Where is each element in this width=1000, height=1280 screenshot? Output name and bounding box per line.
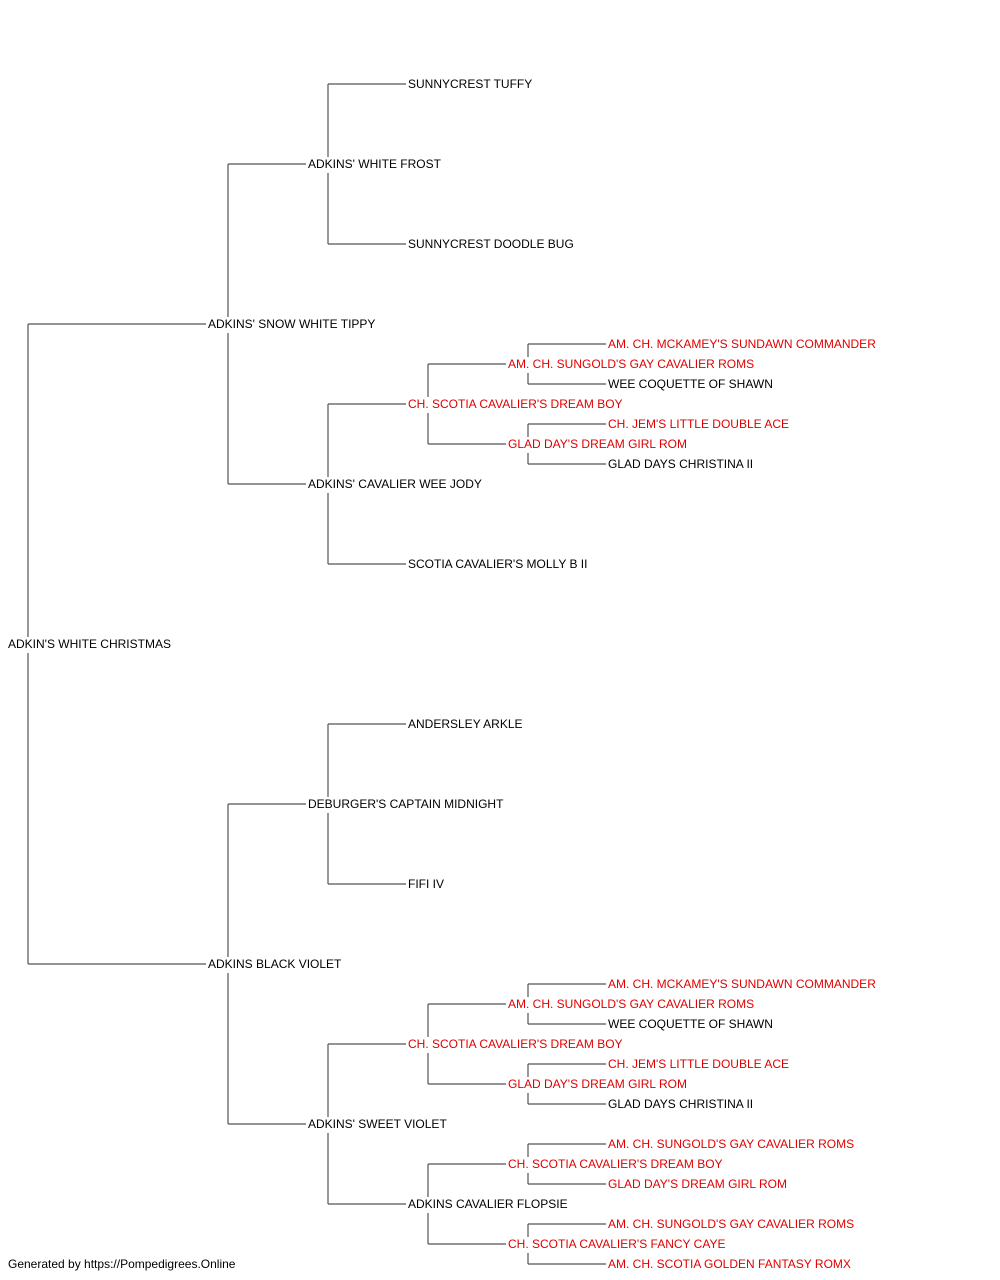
generated-by-footer: Generated by https://Pompedigrees.Online [8, 1257, 236, 1271]
dog-name: ADKINS' SNOW WHITE TIPPY [208, 317, 376, 331]
dog-name: SUNNYCREST DOODLE BUG [408, 237, 574, 251]
dog-name: SUNNYCREST TUFFY [408, 77, 533, 91]
dog-name: CH. SCOTIA CAVALIER'S DREAM BOY [408, 397, 623, 411]
dog-name: CH. JEM'S LITTLE DOUBLE ACE [608, 1057, 790, 1071]
dog-name: GLAD DAY'S DREAM GIRL ROM [508, 1077, 687, 1091]
dog-name: DEBURGER'S CAPTAIN MIDNIGHT [308, 797, 504, 811]
dog-name: AM. CH. SCOTIA GOLDEN FANTASY ROMX [608, 1257, 851, 1271]
dog-name: ADKINS' SWEET VIOLET [308, 1117, 447, 1131]
dog-name: CH. SCOTIA CAVALIER'S DREAM BOY [408, 1037, 623, 1051]
dog-name: CH. SCOTIA CAVALIER'S DREAM BOY [508, 1157, 723, 1171]
dog-name: AM. CH. SUNGOLD'S GAY CAVALIER ROMS [608, 1217, 855, 1231]
dog-name: GLAD DAYS CHRISTINA II [608, 457, 754, 471]
dog-name: CH. JEM'S LITTLE DOUBLE ACE [608, 417, 790, 431]
dog-name: ADKINS CAVALIER FLOPSIE [408, 1197, 568, 1211]
dog-name: AM. CH. SUNGOLD'S GAY CAVALIER ROMS [508, 997, 755, 1011]
dog-name: FIFI IV [408, 877, 444, 891]
dog-name: WEE COQUETTE OF SHAWN [608, 1017, 773, 1031]
dog-name: ANDERSLEY ARKLE [408, 717, 523, 731]
dog-name: SCOTIA CAVALIER'S MOLLY B II [408, 557, 588, 571]
dog-name: WEE COQUETTE OF SHAWN [608, 377, 773, 391]
dog-name: AM. CH. MCKAMEY'S SUNDAWN COMMANDER [608, 337, 876, 351]
dog-name: AM. CH. MCKAMEY'S SUNDAWN COMMANDER [608, 977, 876, 991]
dog-name: AM. CH. SUNGOLD'S GAY CAVALIER ROMS [508, 357, 755, 371]
dog-name: ADKIN'S WHITE CHRISTMAS [8, 637, 171, 651]
dog-name: ADKINS BLACK VIOLET [208, 957, 342, 971]
dog-name: GLAD DAYS CHRISTINA II [608, 1097, 754, 1111]
dog-name: CH. SCOTIA CAVALIER'S FANCY CAYE [508, 1237, 726, 1251]
dog-name: GLAD DAY'S DREAM GIRL ROM [608, 1177, 787, 1191]
dog-name: AM. CH. SUNGOLD'S GAY CAVALIER ROMS [608, 1137, 855, 1151]
dog-name: ADKINS' WHITE FROST [308, 157, 441, 171]
dog-name: ADKINS' CAVALIER WEE JODY [308, 477, 482, 491]
dog-name: GLAD DAY'S DREAM GIRL ROM [508, 437, 687, 451]
